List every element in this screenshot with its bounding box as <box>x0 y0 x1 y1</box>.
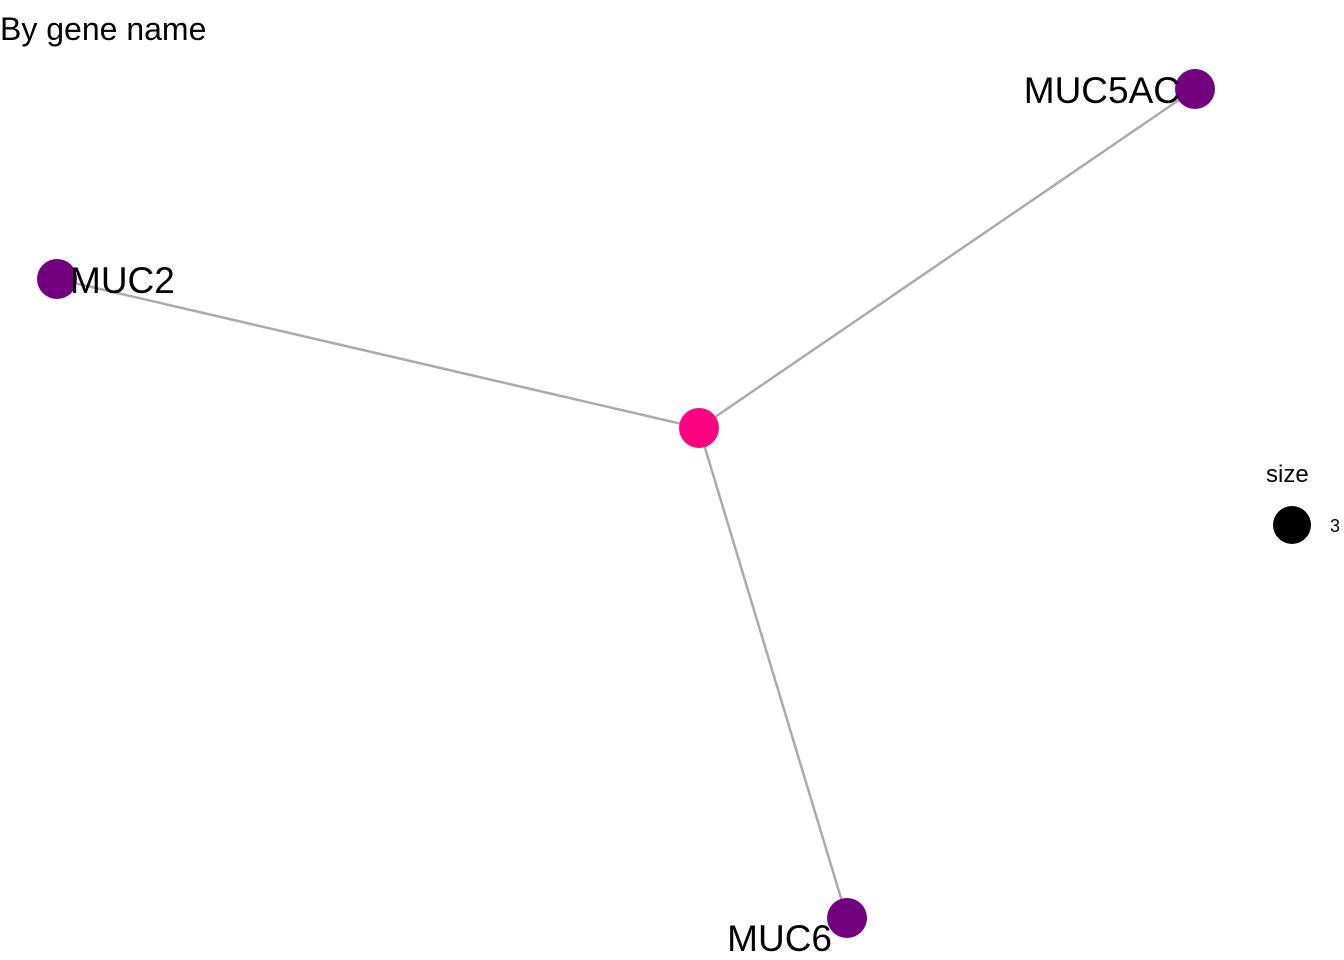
gene-label-muc6: MUC6 <box>727 918 832 959</box>
diagram-title: By gene name <box>0 11 206 47</box>
legend-title: size <box>1266 461 1309 488</box>
edge-hub-MUC2 <box>56 277 700 430</box>
gene-label-muc2: MUC2 <box>70 260 175 301</box>
size-legend: size 3 <box>1266 461 1340 544</box>
gene-node-muc2[interactable] <box>37 259 77 299</box>
gene-label-muc5ac: MUC5AC <box>1024 70 1180 111</box>
gene-node-muc6[interactable] <box>827 898 867 938</box>
gene-node-muc5ac[interactable] <box>1175 69 1215 109</box>
legend-value: 3 <box>1330 516 1340 536</box>
legend-key-circle <box>1273 506 1311 544</box>
node-layer <box>37 69 1215 938</box>
edge-hub-MUC5AC <box>698 87 1196 430</box>
edge-hub-MUC6 <box>697 427 849 919</box>
edge-layer <box>56 87 1196 919</box>
hub-node[interactable] <box>679 408 719 448</box>
